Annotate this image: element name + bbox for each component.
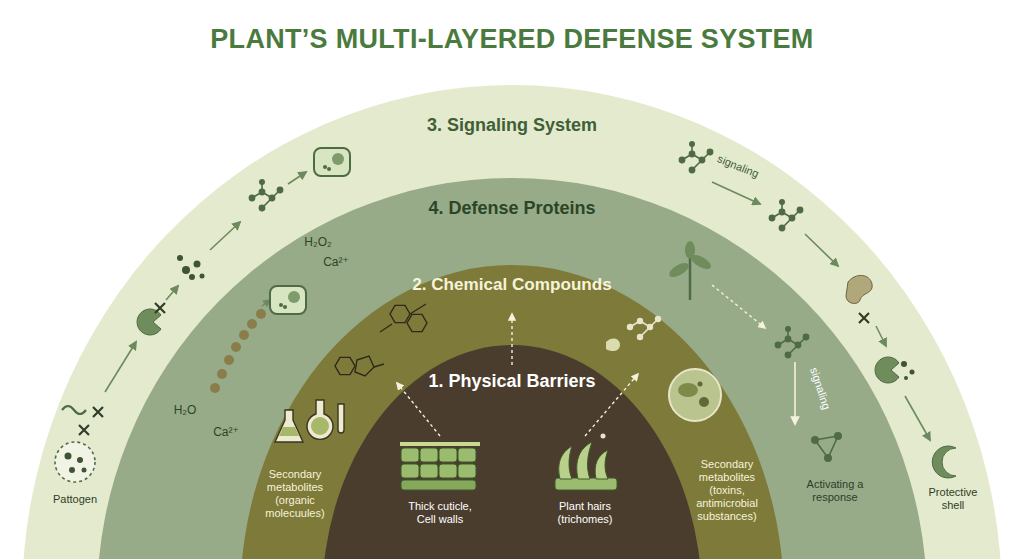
- physical-barrier-core: 1. Physical Barriers: [322, 345, 702, 559]
- defense-response-right: [667, 241, 842, 462]
- ion-label: Ca²⁺: [206, 426, 246, 439]
- layer-title: 4. Defense Proteins: [97, 198, 927, 219]
- layer-title: 1. Physical Barriers: [322, 371, 702, 392]
- band-fill: [22, 85, 1002, 559]
- toxin-cell: [606, 316, 721, 421]
- metabolite-label: Secondary metabolites (organic molecuule…: [257, 468, 333, 520]
- signal-label: signaling: [703, 147, 773, 185]
- molecule-label: H₂O₂: [298, 236, 338, 249]
- cell-wall-layers: [400, 442, 480, 490]
- barrier-label: Plant hairs (trichomes): [540, 500, 630, 526]
- lab-flasks: [275, 400, 344, 442]
- signal-path-left: [105, 148, 350, 392]
- release-arrows: [397, 314, 638, 436]
- layer-title: 3. Signaling System: [22, 115, 1002, 136]
- band-fill: [240, 265, 784, 559]
- diagram-title: PLANT’S MULTI-LAYERED DEFENSE SYSTEM: [0, 24, 1024, 55]
- pathogen-figure: [55, 406, 103, 482]
- response-label: Protective shell: [920, 486, 986, 512]
- band-fill: [322, 345, 702, 559]
- signal-label: signaling: [803, 353, 837, 424]
- trichome-hairs: [555, 434, 617, 491]
- band-fill: [97, 178, 927, 559]
- metabolite-label: Secondary metabolites (toxins, antimicro…: [690, 458, 764, 523]
- ion-bead-chain: [210, 286, 306, 393]
- pathogen-label: Pattogen: [40, 493, 110, 506]
- response-label: Activating a response: [795, 478, 875, 504]
- layer-title: 2. Chemical Compounds: [240, 275, 784, 295]
- ion-label: Ca²⁺: [316, 256, 356, 269]
- barrier-label: Thick cuticle, Cell walls: [400, 500, 480, 526]
- molecule-label: H₂O: [167, 404, 203, 417]
- signal-path-right: [679, 141, 956, 478]
- chemical-structures: [335, 304, 427, 376]
- defense-protein-band: 4. Defense Proteins 2. Chemical Compounds…: [97, 178, 927, 559]
